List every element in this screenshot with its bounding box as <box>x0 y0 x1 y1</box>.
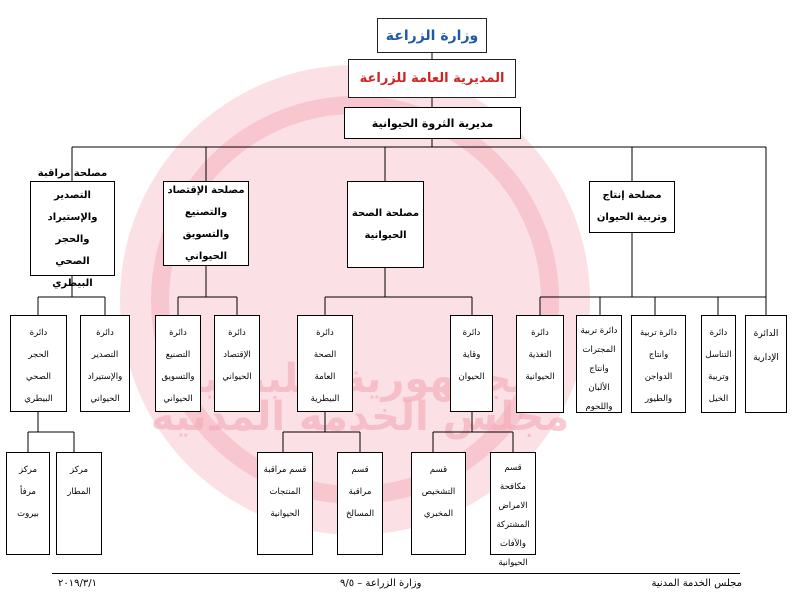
unit-admin-box: الدائرة الإدارية <box>745 315 787 413</box>
footer-ministry-page: وزارة الزراعة – ٩/٥ <box>340 578 422 589</box>
service-economy-box: مصلحة الإقتصاد والتصنيع والتسويق الحيوان… <box>163 181 249 266</box>
general-directorate-box: المديرية العامة للزراعة <box>348 59 516 98</box>
footer-rule <box>52 573 740 574</box>
section-epidemics-box: قسم مكافحة الامراض المشتركة والآفات الحي… <box>490 452 536 568</box>
unit-ruminants-box: دائرة تربية المجترات وانتاج الألبان والل… <box>576 315 622 413</box>
service-production-box: مصلحة إنتاج وتربية الحيوان <box>589 181 675 233</box>
unit-public-health-box: دائرة الصحة العامة البيطرية <box>297 315 353 412</box>
section-lab-box: قسم التشخيص المخبري <box>411 452 466 555</box>
livestock-directorate-box: مديرية الثروة الحيوانية <box>344 107 521 139</box>
section-port-box: مركز مرفأ بيروت <box>6 452 50 555</box>
section-products-box: قسم مراقبة المنتجات الحيوانية <box>257 452 313 555</box>
unit-export-box: دائرة التصدير والإستيراد الحيواني <box>80 315 130 412</box>
ministry-box: وزارة الزراعة <box>377 18 487 53</box>
unit-quarantine-box: دائرة الحجر الصحي البيطري <box>10 315 67 412</box>
unit-prevention-box: دائرة وقاية الحيوان <box>450 315 493 412</box>
service-control-box: مصلحة مراقبة التصدير والإستيراد والحجر ا… <box>30 168 115 289</box>
unit-poultry-box: دائرة تربية وانتاج الدواجن والطيور <box>631 315 686 413</box>
footer-council: مجلس الخدمة المدنية <box>651 578 743 589</box>
unit-breeding-box: دائرة التناسل وتربية الخيل <box>701 315 736 413</box>
unit-manufacturing-box: دائرة التصنيع والتسويق الحيواني <box>155 315 201 412</box>
section-airport-box: مركز المطار <box>56 452 102 555</box>
section-slaughter-box: قسم مراقبة المسالخ <box>337 452 383 555</box>
unit-nutrition-box: دائرة التغذية الحيوانية <box>516 315 564 413</box>
unit-economics-box: دائرة الإقتصاد الحيواني <box>214 315 260 412</box>
footer-date: ٢٠١٩/٣/١ <box>58 578 97 589</box>
service-health-box: مصلحة الصحة الحيوانية <box>347 181 424 268</box>
